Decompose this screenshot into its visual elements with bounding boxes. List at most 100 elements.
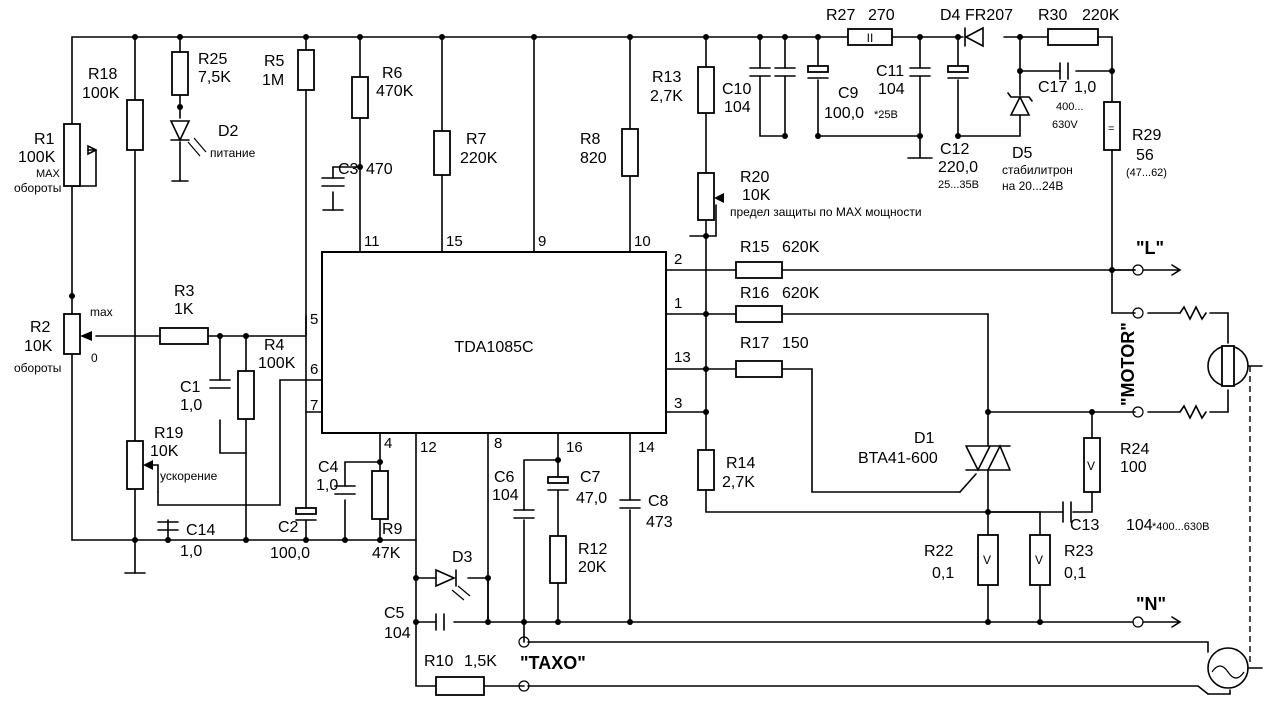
r9-value: 47K — [372, 545, 401, 562]
terminals — [518, 264, 1263, 692]
r22-name: R22 — [924, 543, 953, 560]
r2-max: max — [90, 305, 113, 319]
c12-value: 220,0 — [938, 159, 978, 176]
pin-16: 16 — [566, 439, 583, 456]
r19 — [126, 440, 144, 490]
c17-name: C17 — [1038, 79, 1067, 96]
r2-note: обороты — [14, 361, 61, 375]
resistors: II = V V V — [63, 28, 1121, 696]
c8 — [619, 499, 641, 509]
r23-value: 0,1 — [1064, 565, 1086, 582]
c17-note2: 630V — [1052, 119, 1078, 131]
c11-value: 104 — [878, 81, 905, 98]
pin-4: 4 — [384, 435, 392, 452]
r30 — [1047, 28, 1099, 46]
r4-name: R4 — [264, 337, 285, 354]
c2-value: 100,0 — [270, 545, 310, 562]
r3-value: 1K — [174, 301, 194, 318]
capacitors — [157, 62, 1072, 631]
label-motor: "MOTOR" — [1118, 322, 1138, 406]
tacho — [1207, 647, 1249, 689]
r18-value: 100K — [82, 85, 120, 102]
r17-value: 150 — [782, 335, 809, 352]
r24-name: R24 — [1120, 441, 1149, 458]
grounds — [124, 209, 344, 574]
r7-value: 220K — [460, 150, 498, 167]
c5 — [435, 613, 445, 631]
r1-note1: MAX — [36, 168, 61, 180]
r1-value: 100K — [18, 149, 56, 166]
d3-name: D3 — [452, 549, 473, 566]
c6-name: C6 — [494, 469, 515, 486]
r29-value: 56 — [1136, 147, 1154, 164]
r7 — [433, 130, 451, 176]
r13-name: R13 — [652, 69, 681, 86]
wires — [71, 36, 1231, 695]
c4 — [334, 485, 356, 495]
r6-value: 470K — [376, 83, 414, 100]
r20-value: 10K — [742, 187, 771, 204]
pin-15: 15 — [446, 233, 463, 250]
r25-value: 7,5K — [198, 69, 231, 86]
ic-tda1085c: TDA1085C 11 15 9 10 5 6 7 4 12 8 16 14 2… — [310, 233, 691, 456]
pin-10: 10 — [634, 233, 651, 250]
junctions — [69, 34, 1115, 625]
r8-name: R8 — [580, 131, 601, 148]
d1-triac — [965, 444, 1011, 472]
r8 — [621, 128, 639, 177]
pin-9: 9 — [538, 233, 546, 250]
r23-name: R23 — [1064, 543, 1093, 560]
c8-value: 473 — [646, 514, 673, 531]
r30-value: 220K — [1082, 7, 1120, 24]
c9-note: *25В — [874, 109, 898, 121]
r24-value: 100 — [1120, 459, 1147, 476]
label-n: "N" — [1136, 594, 1166, 614]
r6-name: R6 — [382, 65, 403, 82]
r14-name: R14 — [726, 455, 755, 472]
c10-name: C10 — [722, 81, 751, 98]
c17-note1: 400... — [1056, 101, 1084, 113]
r18 — [126, 99, 144, 151]
c1 — [209, 379, 231, 389]
d4-value: FR207 — [965, 7, 1013, 24]
r1-note2: обороты — [14, 181, 61, 195]
r4 — [237, 370, 255, 420]
r13-value: 2,7K — [650, 88, 683, 105]
c13-value: 104 — [1126, 517, 1153, 534]
c12 — [947, 65, 969, 73]
r3 — [159, 327, 209, 345]
c12-note: 25...35В — [938, 179, 979, 191]
r15-name: R15 — [740, 239, 769, 256]
r17 — [735, 360, 783, 378]
c10-value: 104 — [724, 99, 751, 116]
pin-7: 7 — [310, 397, 318, 414]
r16-value: 620K — [782, 285, 820, 302]
r16-name: R16 — [740, 285, 769, 302]
pin-14: 14 — [638, 439, 655, 456]
pin-3: 3 — [674, 395, 682, 412]
d4-name: D4 — [940, 7, 961, 24]
pin-6: 6 — [310, 361, 318, 378]
r10-value: 1,5K — [464, 653, 497, 670]
r20-note: предел защиты по MAX мощности — [730, 205, 922, 219]
c17-value: 1,0 — [1074, 79, 1096, 96]
c13-note: *400...630В — [1152, 521, 1210, 533]
r20-name: R20 — [740, 169, 769, 186]
d5-note1: стабилитрон — [1002, 163, 1073, 177]
r10 — [435, 676, 485, 696]
r29 — [1103, 101, 1121, 151]
c8-name: C8 — [648, 493, 669, 510]
r9-name: R9 — [382, 521, 403, 538]
c7-value: 47,0 — [576, 490, 607, 507]
r27-name: R27 — [826, 7, 855, 24]
r3-name: R3 — [174, 283, 195, 300]
r25-name: R25 — [198, 51, 227, 68]
pin-8: 8 — [494, 435, 502, 452]
c5-name: C5 — [384, 605, 405, 622]
r6 — [351, 76, 369, 119]
c1-name: C1 — [180, 379, 201, 396]
r8-value: 820 — [580, 150, 607, 167]
c1-value: 1,0 — [180, 397, 202, 414]
r5-value: 1M — [262, 72, 284, 89]
terminal-motor-a — [1132, 307, 1144, 319]
